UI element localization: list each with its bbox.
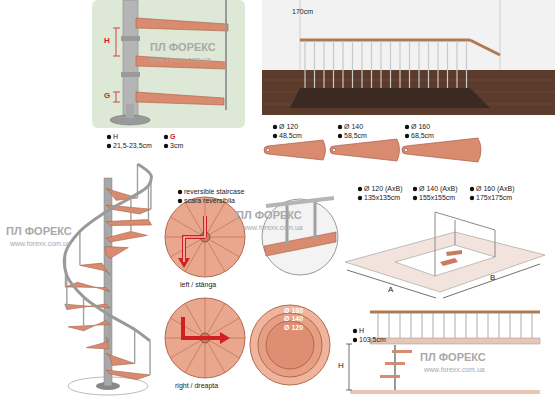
- direction-label: right / dreapta: [175, 382, 218, 389]
- watermark: ПЛ ФОРЕКС: [150, 42, 216, 54]
- diameter-label: Ø 160: [284, 307, 303, 314]
- dimension-letter: H: [104, 37, 110, 45]
- note: reversible staircase: [184, 188, 244, 195]
- watermark: ПЛ ФОРЕКС: [6, 226, 72, 238]
- diameter-label: Ø 160 (AxB): [476, 185, 515, 192]
- detail-panel: [92, 0, 245, 128]
- right-plan: [165, 298, 245, 378]
- pole-detail: [110, 0, 228, 125]
- watermark: ПЛ ФОРЕКС: [420, 352, 486, 364]
- legend-letter: H: [359, 327, 364, 334]
- room-render: [262, 0, 555, 115]
- dimension-value: 135x135cm: [364, 194, 400, 201]
- side-view: [346, 312, 540, 394]
- dimension-value: 3cm: [170, 142, 183, 149]
- diameter-label: Ø 140 (AxB): [419, 185, 458, 192]
- watermark: www.forexx.com.ua: [242, 224, 303, 231]
- legend-letter: G: [170, 133, 175, 140]
- watermark: www.forexx.com.ua: [10, 240, 71, 247]
- dimension-letter: A: [388, 286, 393, 294]
- dimension-value: 175x175cm: [476, 194, 512, 201]
- dimension-value: 68,5cm: [411, 132, 434, 139]
- diameter-circles: [250, 305, 330, 385]
- diameter-label: Ø 140: [344, 123, 363, 130]
- note: scara reversibila: [184, 197, 235, 204]
- diameter-label: Ø 120 (AxB): [364, 185, 403, 192]
- left-plan: [165, 197, 245, 277]
- plan-view: [345, 212, 545, 298]
- diameter-label: Ø 140: [284, 315, 303, 322]
- diameter-label: Ø 120: [279, 123, 298, 130]
- diameter-label: Ø 120: [284, 324, 303, 331]
- diameter-label: Ø 160: [411, 123, 430, 130]
- dimension-value: 58,5cm: [344, 132, 367, 139]
- dimension-value: 48,5cm: [279, 132, 302, 139]
- dimension-value: 21,5-23,5cm: [113, 142, 152, 149]
- dimension-value: 170cm: [292, 8, 313, 15]
- tread-wedges: [264, 138, 481, 162]
- watermark: www.forexx.com.ua: [150, 56, 211, 63]
- dimension-letter: H: [338, 362, 344, 370]
- legend-letter: H: [113, 133, 118, 140]
- dimension-value: 103,5cm: [359, 336, 386, 343]
- watermark: www.forexx.com.ua: [424, 366, 485, 373]
- direction-label: left / stânga: [180, 281, 216, 288]
- dimension-value: 155x155cm: [419, 194, 455, 201]
- spiral-staircase: [64, 164, 151, 395]
- dimension-letter: B: [490, 274, 495, 282]
- watermark: ПЛ ФОРЕКС: [236, 210, 302, 222]
- dimension-letter: G: [104, 92, 110, 100]
